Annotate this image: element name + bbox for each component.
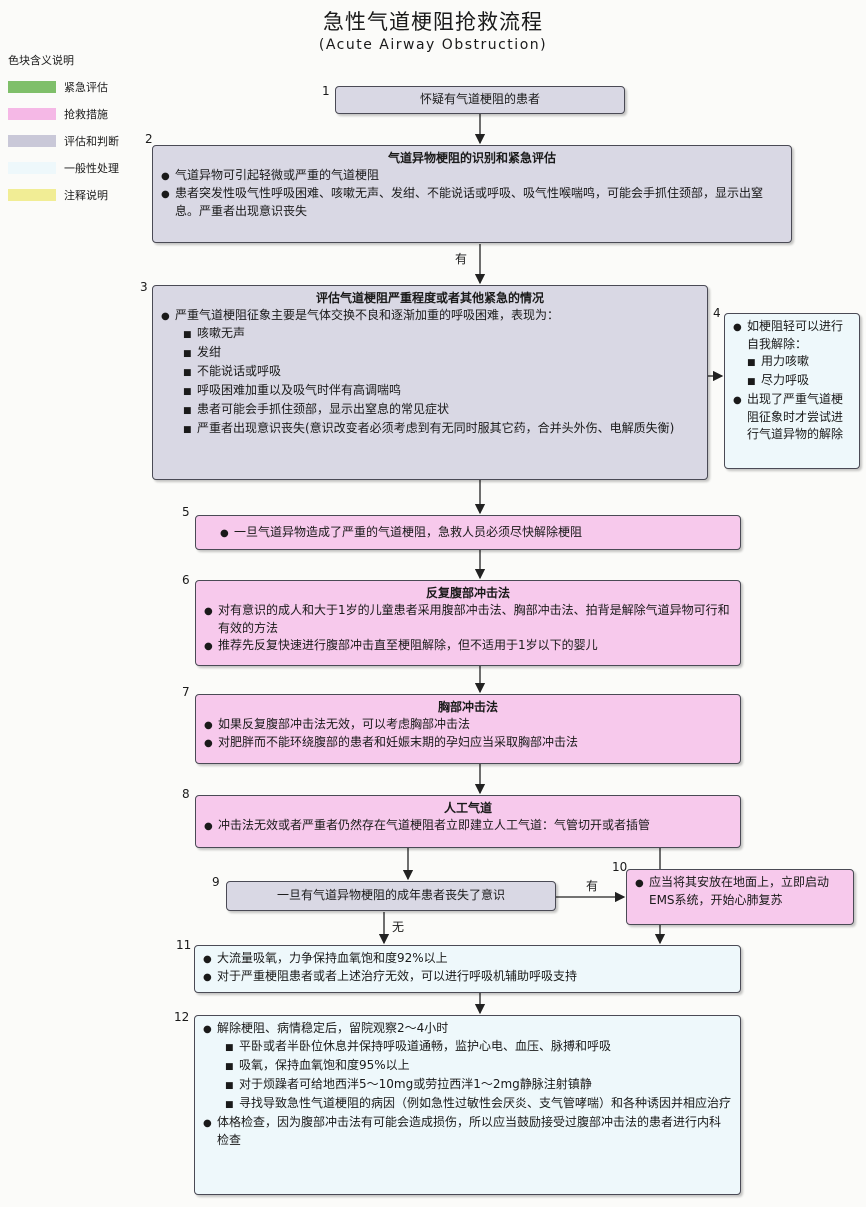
step-number-6: 6 xyxy=(182,573,190,587)
step-1-box: 怀疑有气道梗阻的患者 xyxy=(335,86,625,114)
step-12-sub-item: 对于烦躁者可给地西泮5～10mg或劳拉西泮1～2mg静脉注射镇静 xyxy=(203,1076,732,1095)
label-yes-2-3: 有 xyxy=(455,252,468,266)
step-7-bullet: 如果反复腹部冲击法无效，可以考虑胸部冲击法 xyxy=(204,716,732,734)
legend-item-emergency: 紧急评估 xyxy=(8,80,108,94)
legend-swatch-green xyxy=(8,81,56,93)
step-10-box: 应当将其安放在地面上，立即启动EMS系统，开始心肺复苏 xyxy=(626,869,854,925)
step-3-sub-item: 发绀 xyxy=(161,344,699,363)
step-number-9: 9 xyxy=(212,875,220,889)
step-11-bullet: 对于严重梗阻患者或者上述治疗无效，可以进行呼吸机辅助呼吸支持 xyxy=(203,968,732,986)
legend-swatch-lavender xyxy=(8,135,56,147)
legend-title: 色块含义说明 xyxy=(8,54,74,67)
step-4-sub-item: 用力咳嗽 xyxy=(733,353,851,372)
label-yes-9-10: 有 xyxy=(586,879,599,893)
step-3-sub-item: 患者可能会手抓住颈部，显示出窒息的常见症状 xyxy=(161,401,699,420)
step-number-3: 3 xyxy=(140,280,148,294)
step-11-box: 大流量吸氧，力争保持血氧饱和度92%以上 对于严重梗阻患者或者上述治疗无效，可以… xyxy=(194,945,741,993)
step-12-box: 解除梗阻、病情稳定后，留院观察2～4小时 平卧或者半卧位休息并保持呼吸道通畅，监… xyxy=(194,1015,741,1195)
step-12-sub-item: 寻找导致急性气道梗阻的病因（例如急性过敏性会厌炎、支气管哮喘）和各种诱因并相应治… xyxy=(203,1095,732,1114)
step-number-12: 12 xyxy=(174,1010,190,1024)
page-title: 急性气道梗阻抢救流程 xyxy=(323,10,543,34)
step-2-box: 气道异物梗阻的识别和紧急评估 气道异物可引起轻微或严重的气道梗阻 患者突发性吸气… xyxy=(152,145,792,243)
page-subtitle: (Acute Airway Obstruction) xyxy=(318,37,548,53)
step-3-sub-item: 严重者出现意识丧失(意识改变者必须考虑到有无同时服其它药，合并头外伤、电解质失衡… xyxy=(161,420,699,439)
step-7-bullet: 对肥胖而不能环绕腹部的患者和妊娠末期的孕妇应当采取胸部冲击法 xyxy=(204,734,732,752)
legend-item-note: 注释说明 xyxy=(8,188,108,202)
step-4-box: 如梗阻轻可以进行自我解除： 用力咳嗽 尽力呼吸 出现了严重气道梗阻征象时才尝试进… xyxy=(724,313,860,469)
step-2-bullet: 患者突发性吸气性呼吸困难、咳嗽无声、发绀、不能说话或呼吸、吸气性喉喘鸣，可能会手… xyxy=(161,185,783,220)
step-3-sub-item: 咳嗽无声 xyxy=(161,325,699,344)
step-4-bullet: 如梗阻轻可以进行自我解除： xyxy=(733,318,851,353)
step-12-bullet: 体格检查，因为腹部冲击法有可能会造成损伤，所以应当鼓励接受过腹部冲击法的患者进行… xyxy=(203,1114,732,1149)
step-number-8: 8 xyxy=(182,787,190,801)
legend-item-general: 一般性处理 xyxy=(8,161,119,175)
step-7-title: 胸部冲击法 xyxy=(437,700,498,714)
step-9-text: 一旦有气道异物梗阻的成年患者丧失了意识 xyxy=(276,888,505,902)
step-7-box: 胸部冲击法 如果反复腹部冲击法无效，可以考虑胸部冲击法 对肥胖而不能环绕腹部的患… xyxy=(195,694,741,764)
step-3-sub-item: 呼吸困难加重以及吸气时伴有高调喘鸣 xyxy=(161,382,699,401)
step-number-4: 4 xyxy=(713,306,721,320)
step-2-bullet: 气道异物可引起轻微或严重的气道梗阻 xyxy=(161,167,783,185)
step-number-1: 1 xyxy=(322,84,330,98)
label-no-9-11: 无 xyxy=(392,920,405,934)
step-9-box: 一旦有气道异物梗阻的成年患者丧失了意识 xyxy=(226,881,556,911)
legend-swatch-pink xyxy=(8,108,56,120)
legend-swatch-yellow xyxy=(8,189,56,201)
step-number-10: 10 xyxy=(612,860,628,874)
step-2-title: 气道异物梗阻的识别和紧急评估 xyxy=(387,151,556,165)
step-12-bullet: 解除梗阻、病情稳定后，留院观察2～4小时 xyxy=(203,1020,732,1038)
legend-item-assessment: 评估和判断 xyxy=(8,134,119,148)
step-number-7: 7 xyxy=(182,685,190,699)
step-8-bullet: 冲击法无效或者严重者仍然存在气道梗阻者立即建立人工气道：气管切开或者插管 xyxy=(204,817,732,835)
step-number-5: 5 xyxy=(182,505,190,519)
step-5-box: 一旦气道异物造成了严重的气道梗阻，急救人员必须尽快解除梗阻 xyxy=(195,515,741,550)
step-3-title: 评估气道梗阻严重程度或者其他紧急的情况 xyxy=(315,291,544,305)
step-12-sub-item: 平卧或者半卧位休息并保持呼吸道通畅，监护心电、血压、脉搏和呼吸 xyxy=(203,1038,732,1057)
step-8-box: 人工气道 冲击法无效或者严重者仍然存在气道梗阻者立即建立人工气道：气管切开或者插… xyxy=(195,795,741,848)
step-3-box: 评估气道梗阻严重程度或者其他紧急的情况 严重气道梗阻征象主要是气体交换不良和逐渐… xyxy=(152,285,708,480)
step-3-bullet: 严重气道梗阻征象主要是气体交换不良和逐渐加重的呼吸困难，表现为： xyxy=(161,307,699,325)
step-12-sub-item: 吸氧，保持血氧饱和度95%以上 xyxy=(203,1057,732,1076)
step-1-text: 怀疑有气道梗阻的患者 xyxy=(419,92,540,106)
step-6-title: 反复腹部冲击法 xyxy=(425,586,510,600)
step-4-bullet: 出现了严重气道梗阻征象时才尝试进行气道异物的解除 xyxy=(733,391,851,443)
step-10-text: 应当将其安放在地面上，立即启动EMS系统，开始心肺复苏 xyxy=(635,874,845,909)
step-6-box: 反复腹部冲击法 对有意识的成人和大于1岁的儿童患者采用腹部冲击法、胸部冲击法、拍… xyxy=(195,580,741,666)
step-5-text: 一旦气道异物造成了严重的气道梗阻，急救人员必须尽快解除梗阻 xyxy=(204,524,732,542)
step-11-bullet: 大流量吸氧，力争保持血氧饱和度92%以上 xyxy=(203,950,732,968)
step-3-sub-item: 不能说话或呼吸 xyxy=(161,363,699,382)
step-4-sub-item: 尽力呼吸 xyxy=(733,372,851,391)
step-6-bullet: 对有意识的成人和大于1岁的儿童患者采用腹部冲击法、胸部冲击法、拍背是解除气道异物… xyxy=(204,602,732,637)
step-8-title: 人工气道 xyxy=(443,801,492,815)
legend-swatch-lightblue xyxy=(8,162,56,174)
step-number-11: 11 xyxy=(176,938,192,952)
step-number-2: 2 xyxy=(145,132,153,146)
step-6-bullet: 推荐先反复快速进行腹部冲击直至梗阻解除，但不适用于1岁以下的婴儿 xyxy=(204,637,732,655)
legend-item-rescue: 抢救措施 xyxy=(8,107,108,121)
